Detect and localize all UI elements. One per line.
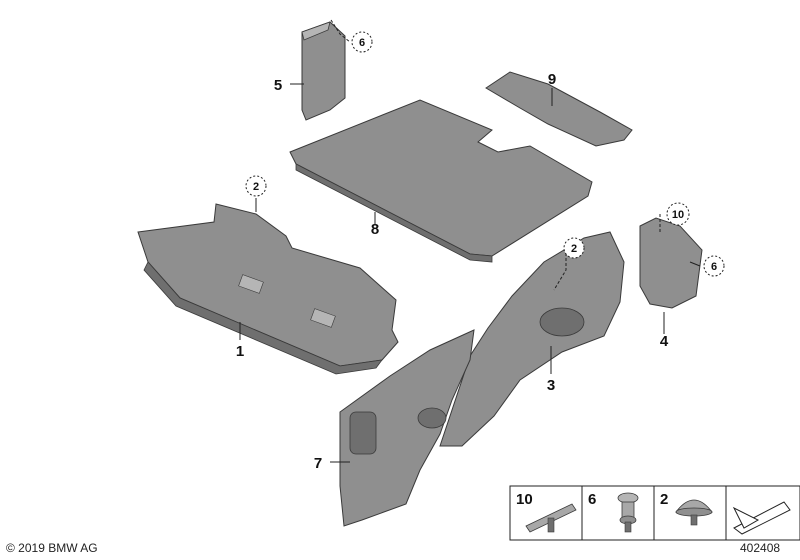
callout-7: 7 [314,455,322,472]
legend-strip: 10 6 2 [509,485,800,541]
callout-5: 5 [274,77,282,94]
part-4-bracket-panel [639,217,703,309]
legend-item-6: 6 [588,491,639,533]
svg-text:6: 6 [711,261,717,273]
leader-lines [239,19,701,463]
callout-8: 8 [371,221,379,238]
svg-text:10: 10 [672,209,684,221]
part-5-panel [301,21,346,121]
legend-item-10: 10 [516,491,577,533]
legend-item-2: 2 [660,491,713,526]
svg-text:6: 6 [359,37,365,49]
part-3-side-panel [439,231,625,447]
svg-text:6: 6 [588,491,596,508]
callout-3: 3 [547,377,555,394]
callout-9: 9 [548,71,556,88]
callout-6-right: 6 [703,255,725,277]
part-8-floor-mat [289,99,593,263]
copyright-label: © 2019 BMW AG [6,541,98,555]
callout-2-mid: 2 [563,237,585,259]
svg-text:10: 10 [516,491,533,508]
callout-2-left: 2 [245,175,267,197]
svg-text:2: 2 [571,243,577,255]
svg-text:2: 2 [253,181,259,193]
svg-text:2: 2 [660,491,668,508]
diagram-number: 402408 [740,541,781,555]
part-7-side-trim [339,329,475,527]
part-1-trunk-panel [137,203,399,375]
legend-arrow-icon [732,501,791,535]
callout-10: 10 [666,202,690,226]
callout-1: 1 [236,343,244,360]
callout-6-top: 6 [351,31,373,53]
callout-4: 4 [660,333,669,350]
part-9-floor-strip [485,71,633,147]
